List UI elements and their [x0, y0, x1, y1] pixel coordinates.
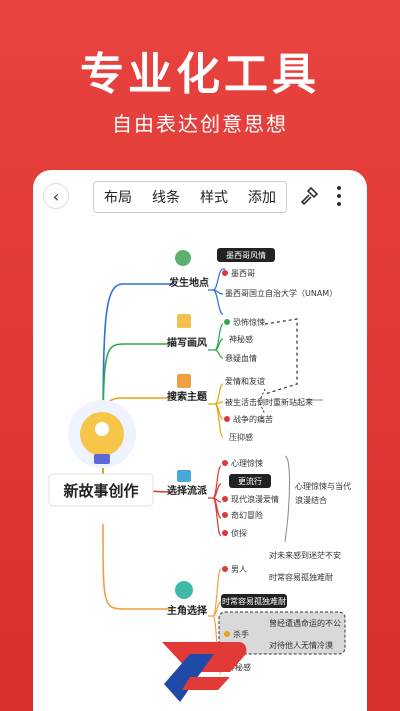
- chevron-left-icon[interactable]: ‹: [43, 183, 69, 209]
- branch-theme[interactable]: 搜索主题: [167, 374, 208, 403]
- item-mexico-style: 墨西哥风情: [226, 250, 266, 260]
- summary-line1: 心理惊悚与当代: [295, 481, 351, 491]
- summary-line2: 浪漫结合: [295, 495, 327, 505]
- item-unfair-fate: 曾经遭遇命运的不公: [269, 618, 341, 628]
- item-unam: 墨西哥国立自治大学（UNAM）: [225, 288, 337, 298]
- branch-style[interactable]: 描写画风: [167, 314, 207, 349]
- item-horror: 恐怖惊悚: [233, 317, 265, 327]
- item-suspense: 悬疑血情: [225, 353, 257, 363]
- item-war-pain: 战争的痛苦: [233, 414, 273, 424]
- item-lonely-tag: 时常容易孤独难耐: [222, 596, 286, 606]
- item-lonely: 时常容易孤独难耐: [269, 572, 333, 582]
- branch-location[interactable]: 发生地点: [168, 250, 209, 289]
- item-stand-up: 被生活击倒时重新站起来: [225, 397, 313, 407]
- branch-protagonist[interactable]: 主角选择: [167, 581, 208, 617]
- item-man: 男人: [231, 565, 247, 574]
- more-vertical-icon[interactable]: [333, 184, 345, 208]
- item-fantasy: 奇幻冒险: [231, 510, 263, 520]
- item-love-friendship: 爱情和友谊: [225, 376, 265, 386]
- hero-subtitle: 自由表达创意思想: [112, 112, 288, 136]
- hero-title: 专业化工具: [80, 49, 320, 100]
- tab-style[interactable]: 样式: [200, 190, 228, 206]
- item-mystery-2: 神秘感: [227, 662, 251, 672]
- toolbar-tabs: 布局 线条 样式 添加: [93, 181, 287, 213]
- branch-style-label: 描写画风: [167, 336, 207, 349]
- phone-screen: ‹ 布局 线条 样式 添加: [33, 170, 367, 711]
- root-node[interactable]: 新故事创作: [48, 400, 154, 507]
- mindmap-canvas: 新故事创作 发生地点 墨西哥风情 墨西哥 墨西哥国立自治大学（UNAM） 描写画…: [48, 248, 351, 675]
- item-oppression: 压抑感: [229, 432, 253, 442]
- tab-lines[interactable]: 线条: [152, 190, 180, 206]
- item-mexico: 墨西哥: [231, 269, 255, 278]
- branch-protagonist-label: 主角选择: [167, 604, 208, 617]
- item-mystery: 神秘感: [229, 334, 253, 344]
- brand-logo: [162, 642, 247, 702]
- item-more-popular: 更流行: [238, 476, 262, 486]
- branch-genre[interactable]: 选择流派: [167, 470, 208, 497]
- item-romance: 现代浪漫爱情: [231, 494, 279, 504]
- branch-genre-label: 选择流派: [167, 484, 208, 497]
- hammer-icon[interactable]: [299, 186, 319, 206]
- branch-location-label: 发生地点: [168, 276, 209, 289]
- item-psych-thriller: 心理惊悚: [231, 458, 263, 468]
- tab-layout[interactable]: 布局: [104, 190, 132, 206]
- item-detective: 侦探: [231, 528, 247, 538]
- branch-theme-label: 搜索主题: [167, 390, 208, 403]
- item-ruthless: 对待他人无情冷漠: [269, 640, 333, 650]
- root-label: 新故事创作: [63, 482, 138, 500]
- item-lost-future: 对未来感到迷茫不安: [269, 550, 341, 560]
- item-killer: 杀手: [233, 629, 249, 639]
- editor-toolbar: ‹ 布局 线条 样式 添加: [33, 170, 367, 224]
- tab-add[interactable]: 添加: [248, 190, 276, 206]
